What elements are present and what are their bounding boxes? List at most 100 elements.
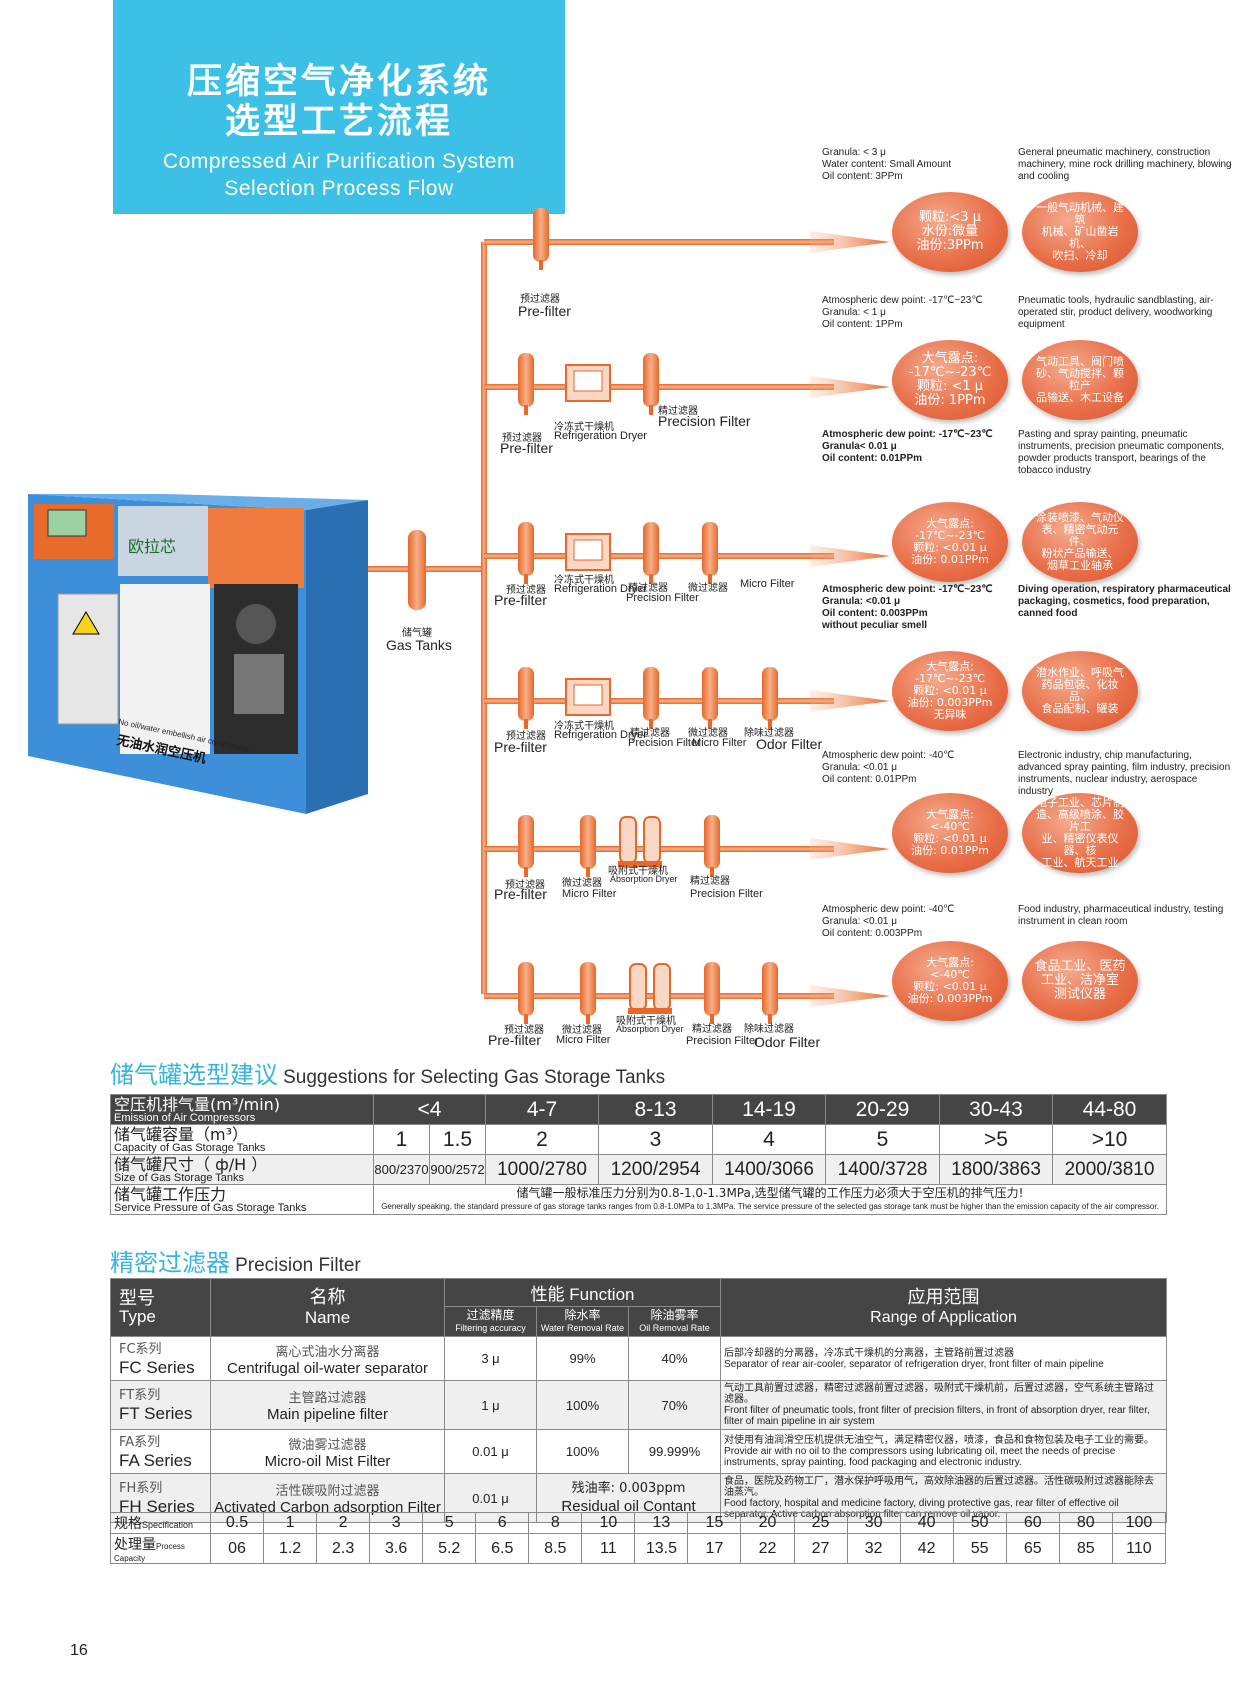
output-2-spec-ball: 大气露点: -17℃~-23℃ 颗粒: <1 μ 油份: 1PPm [892,340,1008,420]
filter-unit [762,962,778,1016]
filter-unit [704,962,720,1016]
r6-micro-en: Micro Filter [556,1034,611,1046]
output-4-spec-ball: 大气露点: -17℃~-23℃ 颗粒: <0.01 μ 油份: 0.003PPm… [892,651,1008,731]
capacity-cell: 65 [1005,1533,1060,1564]
filter-unit [518,353,534,407]
output-5-apps: Electronic industry, chip manufacturing,… [1018,750,1231,797]
r5-precision-en: Precision Filter [690,888,763,900]
output-6-app-ball: 食品工业、医药 工业、洁净室 测试仪器 [1022,941,1138,1021]
capacity-cell: 5.2 [422,1533,477,1564]
r6-micro-zh: 微过滤器 [562,1025,602,1036]
r2-prefilter-zh: 预过滤器 [502,433,542,444]
filter-unit [643,522,659,576]
spec-cell: 8 [528,1512,583,1534]
r5-precision-zh: 精过滤器 [690,876,730,887]
r2-prefilter-en: Pre-filter [500,440,553,456]
spec-cell: 10 [581,1512,636,1534]
tank-table: 空压机排气量(m³/min)Emission of Air Compressor… [110,1094,1168,1215]
r3-micro-en: Micro Filter [740,578,795,590]
capacity-cell: 13.5 [634,1533,689,1564]
spec-cell: 13 [634,1512,689,1534]
r6-precision-en: Precision Filter [686,1035,759,1047]
branch-pipe-1 [484,239,834,245]
spec-cell: 40 [899,1512,954,1534]
output-3-app-ball: 涂装喷漆、气动仪 表、精密气动元件、 粉状产品输送、 烟草工业轴承 [1022,502,1138,582]
title-zh-line1: 压缩空气净化系统 [186,62,491,102]
branch-pipe-3 [484,553,834,559]
capacity-cell: 1.2 [263,1533,318,1564]
filter-unit [518,815,534,869]
output-1-app-ball: 一般气动机械、建筑 机械、矿山凿岩机、 吹扫、冷却 [1022,192,1138,272]
spec-cell: 3 [369,1512,424,1534]
filter-unit [518,962,534,1016]
absorption-tower [629,963,647,1011]
r3-prefilter-en: Pre-filter [494,592,547,608]
branch-arrow-6 [810,985,890,1007]
spec-cell: 20 [740,1512,795,1534]
tank-row-size: 储气罐尺寸（ ф/H ）Size of Gas Storage Tanks 80… [110,1154,1168,1185]
title-en-line2: Selection Process Flow [224,177,454,200]
spec-cell: 50 [952,1512,1007,1534]
capacity-cell: 55 [952,1533,1007,1564]
filter-unit [580,815,596,869]
output-1-spec-ball: 颗粒:<3 μ 水份:微量 油份:3PPm [892,192,1008,272]
tank-row-capacity: 储气罐容量（m³）Capacity of Gas Storage Tanks 1… [110,1124,1168,1155]
dryer-panel [573,539,603,561]
capacity-cell: 17 [687,1533,742,1564]
filter-drain [539,260,543,270]
r3-prefilter-zh: 预过滤器 [506,585,546,596]
filter-unit [643,353,659,407]
r3-precision-en: Precision Filter [626,592,699,604]
spec-cell: 2 [316,1512,371,1534]
r4-precision-zh: 精过滤器 [630,728,670,739]
tank-row-emission: 空压机排气量(m³/min)Emission of Air Compressor… [110,1094,1168,1125]
r4-dryer-en: Refrigeration Dryer [554,729,647,741]
filter-unit [643,667,659,721]
r3-micro-zh: 微过滤器 [688,583,728,594]
spec-cell: 25 [793,1512,848,1534]
spec-cell: 80 [1058,1512,1113,1534]
branch-arrow-4 [810,690,890,712]
r5-prefilter-zh: 预过滤器 [505,880,545,891]
capacity-cell: 6.5 [475,1533,530,1564]
title-en-line1: Compressed Air Purification System [163,150,515,173]
output-2-app-ball: 气动工具、阀门喷 砂、气动搅拌、颗粒产 品输送、木工设备 [1022,340,1138,420]
spec-cell: 15 [687,1512,742,1534]
r6-prefilter-en: Pre-filter [488,1032,541,1048]
air-compressor-image: 欧拉芯 No oil/water embellish air compresso… [28,494,368,814]
output-1-apps: General pneumatic machinery, constructio… [1018,147,1232,182]
capacity-cell: 8.5 [528,1533,583,1564]
dryer-panel [573,684,603,706]
capacity-cell: 85 [1058,1533,1113,1564]
r4-odor-zh: 除味过滤器 [744,728,794,739]
output-6-apps: Food industry, pharmaceutical industry, … [1018,904,1224,927]
filter-unit [702,522,718,576]
capacity-cell: 06 [209,1533,265,1564]
absorption-tower [653,963,671,1011]
filter-unit [762,667,778,721]
title-zh-line2: 选型工艺流程 [224,102,453,142]
output-3-spec-ball: 大气露点: -17℃~-23℃ 颗粒: <0.01 μ 油份: 0.01PPm [892,502,1008,582]
machine-brand: 欧拉芯 [128,537,176,556]
output-5-app-ball: 电子工业、芯片制 造、高级喷涂、胶片工 业、精密仪表仪器、核 工业、航天工业 [1022,793,1138,873]
r4-micro-en: Micro Filter [692,737,747,749]
branch-pipe-6 [484,993,834,999]
output-4-app-ball: 潜水作业、呼吸气 药品包装、化妆品、 食品配制、罐装 [1022,651,1138,731]
spec-cell: 1 [263,1512,318,1534]
branch-pipe-5 [484,846,834,852]
r4-odor-en: Odor Filter [756,736,823,752]
filter-unit [704,815,720,869]
branch-pipe-4 [484,698,834,704]
capacity-cell: 110 [1111,1533,1167,1564]
filter-drain [649,405,653,415]
r6-prefilter-zh: 预过滤器 [504,1025,544,1036]
filter-unit [518,522,534,576]
